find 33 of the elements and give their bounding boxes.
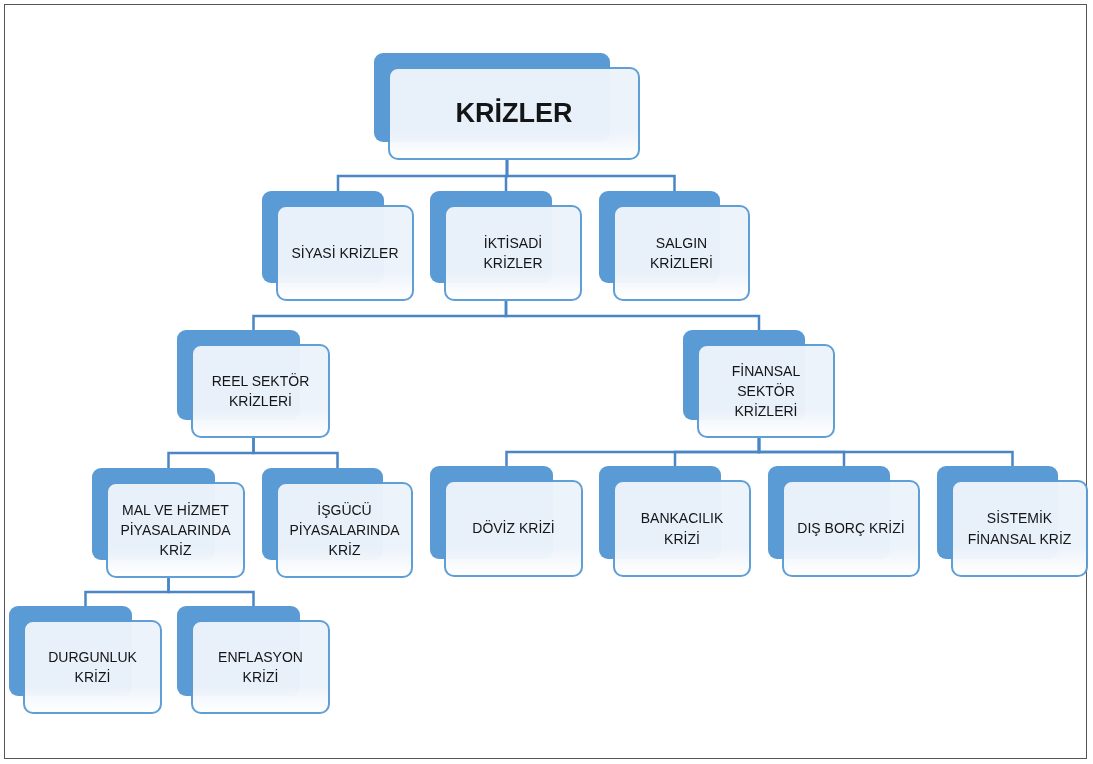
connector-line: [252, 438, 339, 468]
box-label: SİYASİ KRİZLER: [291, 243, 399, 263]
box-label: BANKACILIK KRİZİ: [639, 509, 725, 549]
crisis-box: [374, 53, 640, 160]
crisis-box: [262, 191, 414, 301]
box-label: DURGUNLUK KRİZİ: [47, 647, 138, 687]
crisis-box: [430, 466, 583, 577]
box-label: FİNANSAL SEKTÖR KRİZLERİ: [730, 361, 802, 422]
connector-line: [167, 578, 255, 606]
connector-line: [505, 160, 676, 191]
crisis-box: [937, 466, 1088, 577]
box-label: DÖVİZ KRİZİ: [472, 519, 555, 539]
box-label: MAL VE HİZMET PİYASALARINDA KRİZ: [119, 500, 232, 561]
crisis-box: [177, 330, 330, 438]
crisis-box: [683, 330, 835, 438]
box-label: KRİZLER: [455, 96, 573, 130]
connector-line: [757, 438, 1014, 466]
crisis-box: [768, 466, 920, 577]
box-label: ENFLASYON KRİZİ: [217, 647, 304, 687]
box-label: DIŞ BORÇ KRİZİ: [797, 519, 905, 539]
crisis-box: [9, 606, 162, 714]
connector-line: [504, 301, 761, 330]
crisis-box: [177, 606, 330, 714]
box-label: SİSTEMİK FİNANSAL KRİZ: [966, 509, 1073, 549]
crisis-box: [599, 191, 750, 301]
crisis-box: [92, 468, 245, 578]
crisis-box: [430, 191, 582, 301]
box-label: İŞGÜCÜ PİYASALARINDA KRİZ: [288, 500, 401, 561]
crisis-box: [262, 468, 413, 578]
box-label: İKTİSADİ KRİZLER: [482, 233, 544, 273]
box-label: REEL SEKTÖR KRİZLERİ: [210, 371, 311, 411]
box-label: SALGIN KRİZLERİ: [649, 233, 714, 273]
crisis-box: [599, 466, 751, 577]
